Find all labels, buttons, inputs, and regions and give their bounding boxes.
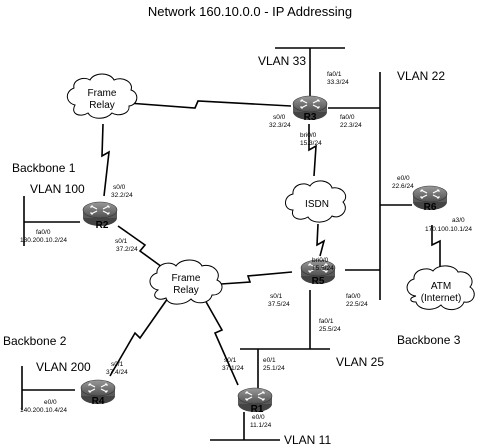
isdn-label: ISDN <box>305 199 329 210</box>
r5-bri-ip: 15.5/24 <box>312 265 334 272</box>
router-r2-label: R2 <box>96 220 109 231</box>
r6-a30-ip: 170.100.10.1/24 <box>425 226 472 233</box>
r2-fa00-name: fa0/0 <box>36 229 51 236</box>
r3-fa01-ip: 33.3/24 <box>327 79 349 86</box>
r2-s00-name: s0/0 <box>113 184 126 191</box>
fr-r4-serial <box>109 297 169 377</box>
r3-fa00-ip: 22.3/24 <box>340 122 362 129</box>
router-r5-label: R5 <box>312 276 325 287</box>
backbone1-label: Backbone 1 <box>12 161 76 175</box>
backbone2-label: Backbone 2 <box>3 334 67 348</box>
router-r4-label: R4 <box>92 396 105 407</box>
r6-atm-link <box>431 225 441 268</box>
vlan33-label: VLAN 33 <box>258 54 306 68</box>
r6-e00-name: e0/0 <box>397 175 410 182</box>
r4-s01-ip: 37.4/24 <box>106 369 128 376</box>
r5-fa01-ip: 25.5/24 <box>319 326 341 333</box>
r5-fa01-name: fa0/1 <box>319 318 334 325</box>
router-r4[interactable]: R4 <box>80 379 116 407</box>
router-r6[interactable]: R6 <box>412 185 448 213</box>
frame-relay-top-label-1: Frame <box>88 88 117 99</box>
frame-relay-top-cloud: Frame Relay <box>66 73 138 119</box>
r2-fr-serial <box>117 225 163 268</box>
router-r1-label: R1 <box>251 404 264 415</box>
r2-fa00-ip: 130.200.10.2/24 <box>20 237 67 244</box>
r5-fa00-ip: 22.5/24 <box>346 301 368 308</box>
vlan22-label: VLAN 22 <box>397 69 445 83</box>
r5-s01-name: s0/1 <box>270 293 283 300</box>
r5-s01-ip: 37.5/24 <box>268 301 290 308</box>
vlan25-label: VLAN 25 <box>336 355 384 369</box>
r4-s01-name: s0/1 <box>111 361 124 368</box>
r1-s01-name: s0/1 <box>224 357 237 364</box>
atm-cloud: ATM (Internet) <box>406 265 475 310</box>
r5-fa00-name: fa0/0 <box>346 293 361 300</box>
r1-s01-ip: 37.1/24 <box>222 365 244 372</box>
atm-label-2: (Internet) <box>421 293 462 304</box>
r3-bri-name: bri0/0 <box>300 132 317 139</box>
router-r1[interactable]: R1 <box>237 387 273 415</box>
diagram-title: Network 160.10.0.0 - IP Addressing <box>148 4 352 19</box>
serial-links <box>101 100 441 386</box>
interface-labels: fa0/1 33.3/24 s0/0 32.3/24 fa0/0 22.3/24… <box>20 71 472 429</box>
lan-segments <box>21 47 412 441</box>
frame-relay-top-label-2: Relay <box>89 100 115 111</box>
r3-s00-name: s0/0 <box>273 114 286 121</box>
router-r5[interactable]: R5 <box>300 259 336 287</box>
r6-a30-name: a3/0 <box>452 217 465 224</box>
r3-isdn-link <box>308 124 317 177</box>
r4-e00-ip: 140.200.10.4/24 <box>20 407 67 414</box>
r2-s01-name: s0/1 <box>115 238 128 245</box>
r1-e01-name: e0/1 <box>263 357 276 364</box>
r3-fa00-name: fa0/0 <box>340 114 355 121</box>
r4-e00-name: e0/0 <box>44 399 57 406</box>
isdn-r5-link <box>316 223 326 257</box>
router-r3-label: R3 <box>304 112 317 123</box>
r3-s00-ip: 32.3/24 <box>269 122 291 129</box>
atm-label-1: ATM <box>431 281 451 292</box>
fr-r3-serial <box>127 100 292 109</box>
r2-s01-ip: 37.2/24 <box>116 246 138 253</box>
vlan200-label: VLAN 200 <box>36 360 91 374</box>
r1-e01-ip: 25.1/24 <box>263 365 285 372</box>
frame-relay-mid-label-2: Relay <box>173 285 199 296</box>
r3-bri-ip: 15.3/24 <box>300 140 322 147</box>
router-r6-label: R6 <box>424 202 437 213</box>
fr-r5-serial <box>220 271 293 285</box>
vlan100-label: VLAN 100 <box>30 182 85 196</box>
frame-relay-mid-cloud: Frame Relay <box>149 259 223 305</box>
fr-r2-serial <box>101 123 110 197</box>
r3-fa01-name: fa0/1 <box>327 71 342 78</box>
r2-s00-ip: 32.2/24 <box>111 192 133 199</box>
frame-relay-mid-label-1: Frame <box>172 273 201 284</box>
isdn-cloud: ISDN <box>285 180 347 223</box>
r1-e00-ip: 11.1/24 <box>250 422 272 429</box>
r6-e00-ip: 22.6/24 <box>392 183 414 190</box>
router-r3[interactable]: R3 <box>292 95 328 123</box>
router-r2[interactable]: R2 <box>82 201 118 231</box>
backbone3-label: Backbone 3 <box>397 333 461 347</box>
r5-bri-name: bri0/0 <box>312 257 329 264</box>
fr-r1-serial <box>204 299 239 386</box>
vlan11-label: VLAN 11 <box>284 433 331 447</box>
r1-e00-name: e0/0 <box>252 414 265 421</box>
